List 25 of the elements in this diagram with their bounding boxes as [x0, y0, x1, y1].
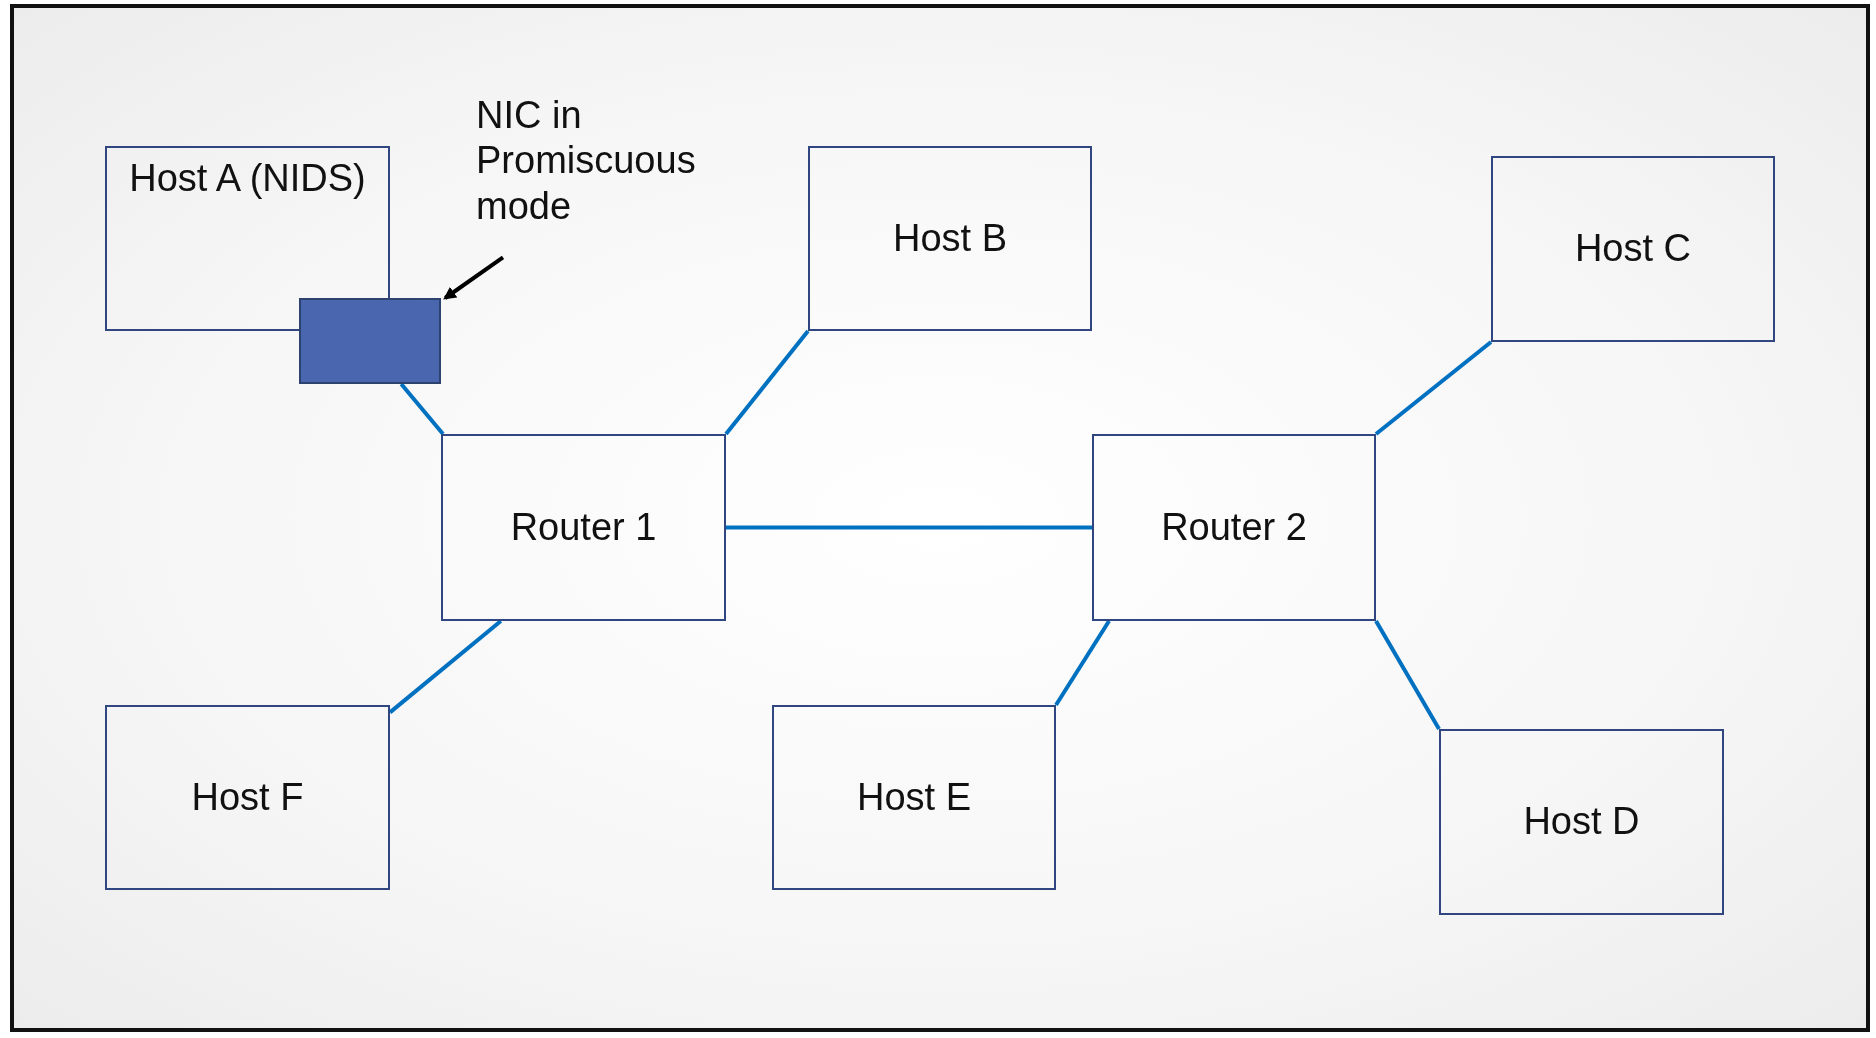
callout-text: NIC in Promiscuous mode	[476, 92, 697, 229]
connection-line	[1054, 619, 1111, 707]
node-label: Host E	[855, 774, 972, 820]
node-label: Host D	[1522, 799, 1641, 845]
connection-line	[388, 619, 503, 714]
node-label: Router 2	[1160, 504, 1308, 550]
nic-block	[299, 298, 441, 384]
connection-line	[1374, 620, 1441, 730]
connection-line	[399, 382, 445, 436]
node-label: Host F	[190, 774, 305, 820]
network-node-box	[441, 434, 726, 621]
network-node-box	[772, 705, 1056, 890]
node-label: Host C	[1573, 226, 1693, 272]
node-label: Host A (NIDS)	[128, 156, 367, 201]
network-node-box	[1439, 729, 1724, 915]
network-node-box	[1491, 156, 1775, 342]
connection-line	[726, 525, 1092, 530]
network-node-box	[1092, 434, 1376, 621]
connection-line	[724, 329, 810, 436]
leader-arrow	[443, 255, 505, 300]
node-label: Host B	[891, 215, 1008, 261]
connection-line	[1374, 340, 1493, 436]
network-node-box	[808, 146, 1092, 331]
node-label: Router 1	[509, 504, 658, 550]
network-node-box	[105, 705, 390, 890]
